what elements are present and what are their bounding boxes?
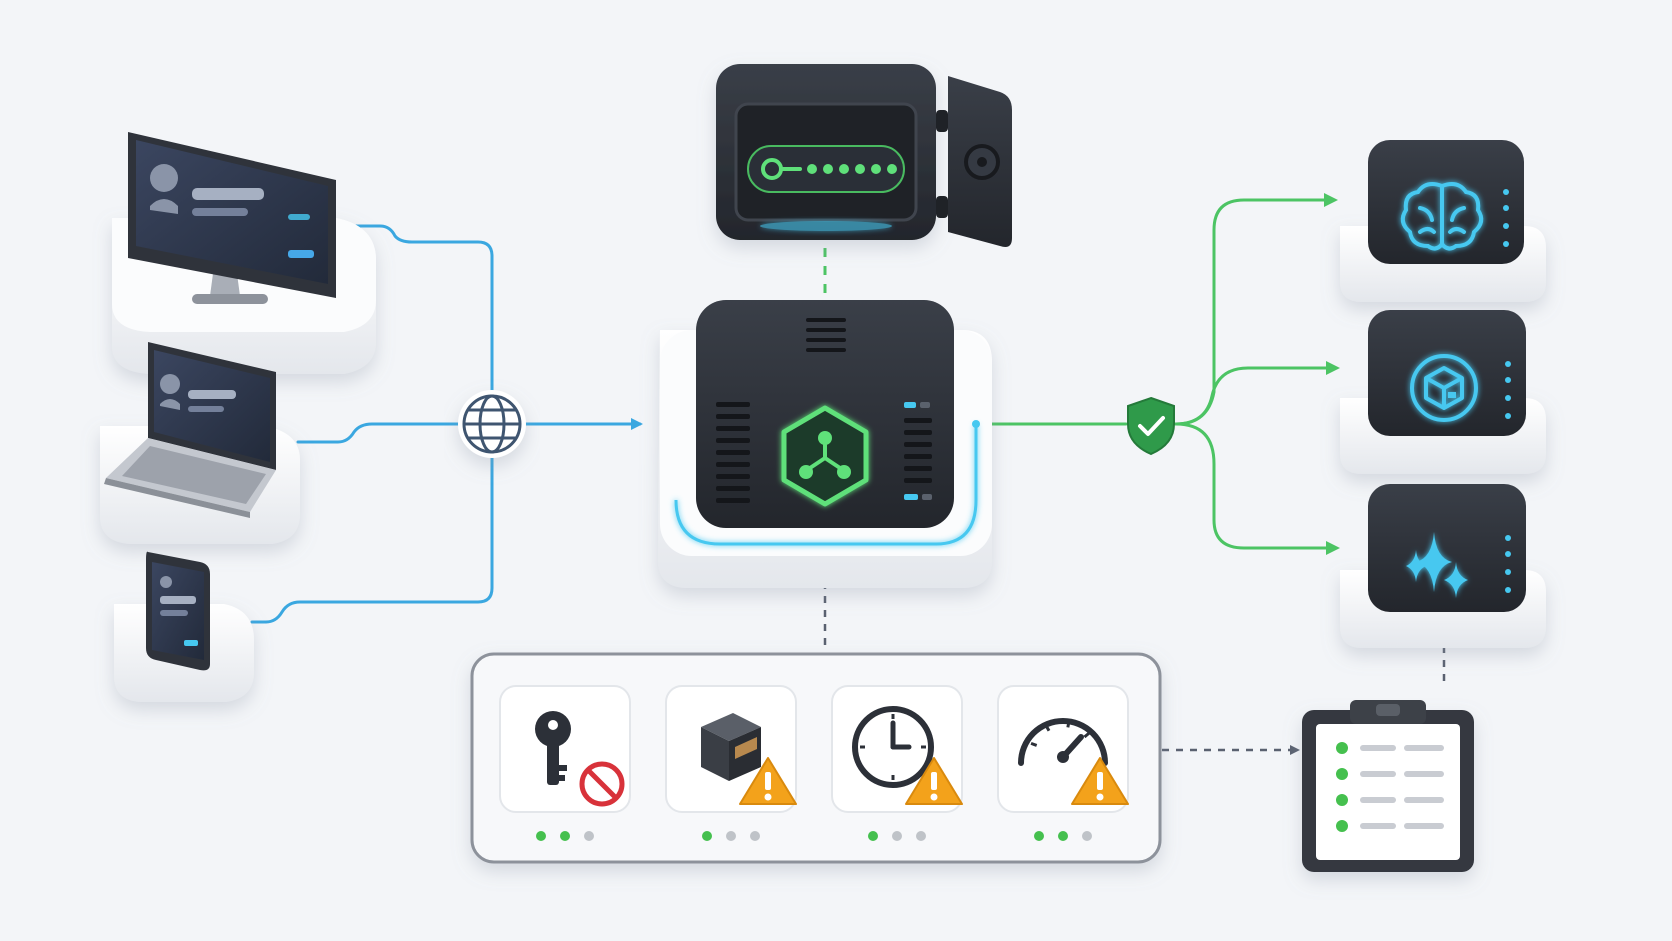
brain-icon: [1400, 182, 1484, 251]
service-leds: [1505, 361, 1511, 419]
network-node: [458, 390, 526, 458]
shield-check-icon: [1127, 396, 1175, 456]
warning-badge-icon: [739, 757, 797, 805]
service-leds: [1505, 535, 1511, 593]
service-connections: [988, 193, 1340, 555]
service-cube: [1340, 310, 1546, 474]
policy-connections: [823, 582, 1446, 755]
checklist-row: [1336, 820, 1444, 832]
clock-icon: [852, 706, 934, 788]
client-desktop: [112, 132, 376, 374]
audit-rows: [1336, 742, 1444, 832]
checklist-row: [1336, 794, 1444, 806]
secret-dot: [807, 164, 817, 174]
key-vault: [716, 64, 1012, 247]
warning-badge-icon: [905, 757, 963, 805]
status-dots: [868, 831, 926, 841]
blocked-badge-icon: [579, 761, 625, 807]
status-dot-active: [536, 831, 546, 841]
gateway-vent-right: [904, 418, 932, 483]
hexagon-hub-icon: [781, 405, 869, 507]
status-dot-inactive: [750, 831, 760, 841]
checklist-row: [1336, 742, 1444, 754]
client-connections: [250, 224, 643, 624]
laptop-link: [296, 422, 494, 444]
route-to-brain: [1174, 193, 1338, 426]
status-dot-inactive: [916, 831, 926, 841]
policy-item[interactable]: [997, 685, 1129, 841]
policy-panel: [470, 652, 1162, 864]
vault-secret-dots: [807, 164, 897, 174]
key-icon: [535, 711, 571, 785]
smartphone-icon: [146, 551, 210, 671]
audit-log: [1302, 700, 1474, 872]
route-to-sparkles: [1174, 422, 1340, 555]
gateway-node: [658, 300, 992, 588]
warning-badge-icon: [1071, 757, 1129, 805]
box-icon: [701, 713, 761, 781]
security-check: [1127, 396, 1175, 456]
status-dots: [536, 831, 594, 841]
policy-item[interactable]: [499, 685, 631, 841]
gateway-vent-left: [716, 402, 750, 503]
route-to-cube: [1174, 361, 1340, 426]
gauge-icon: [1018, 718, 1108, 766]
secret-dot: [855, 164, 865, 174]
gateway-vent-top: [806, 318, 846, 352]
status-dot-active: [868, 831, 878, 841]
status-dot-inactive: [726, 831, 736, 841]
status-dots: [1034, 831, 1092, 841]
secret-dot: [823, 164, 833, 174]
policy-items: [499, 685, 1129, 841]
globe-icon: [462, 394, 522, 454]
status-dot-inactive: [584, 831, 594, 841]
desktop-monitor-icon: [128, 132, 336, 304]
vault-door: [936, 76, 1012, 247]
client-phone: [114, 551, 254, 702]
cube-circle-icon: [1410, 354, 1478, 422]
desktop-link: [344, 224, 494, 402]
status-dot-active: [1058, 831, 1068, 841]
secret-dot: [871, 164, 881, 174]
policy-item[interactable]: [665, 685, 797, 841]
client-laptop: [100, 342, 300, 544]
gateway-status-leds: [904, 402, 932, 500]
key-safe-icon: [761, 158, 802, 180]
status-dot-inactive: [1082, 831, 1092, 841]
laptop-icon: [104, 342, 276, 518]
sparkles-icon: [1406, 532, 1468, 598]
service-brain: [1340, 140, 1546, 302]
service-sparkles: [1340, 484, 1546, 648]
checklist-row: [1336, 768, 1444, 780]
secret-dot: [887, 164, 897, 174]
status-dot-active: [1034, 831, 1044, 841]
status-dot-active: [560, 831, 570, 841]
phone-link: [250, 450, 494, 624]
status-dot-inactive: [892, 831, 902, 841]
clipboard-checklist-icon: [1302, 700, 1474, 872]
service-leds: [1503, 189, 1509, 247]
status-dot-active: [702, 831, 712, 841]
secret-dot: [839, 164, 849, 174]
policy-item[interactable]: [831, 685, 963, 841]
status-dots: [702, 831, 760, 841]
